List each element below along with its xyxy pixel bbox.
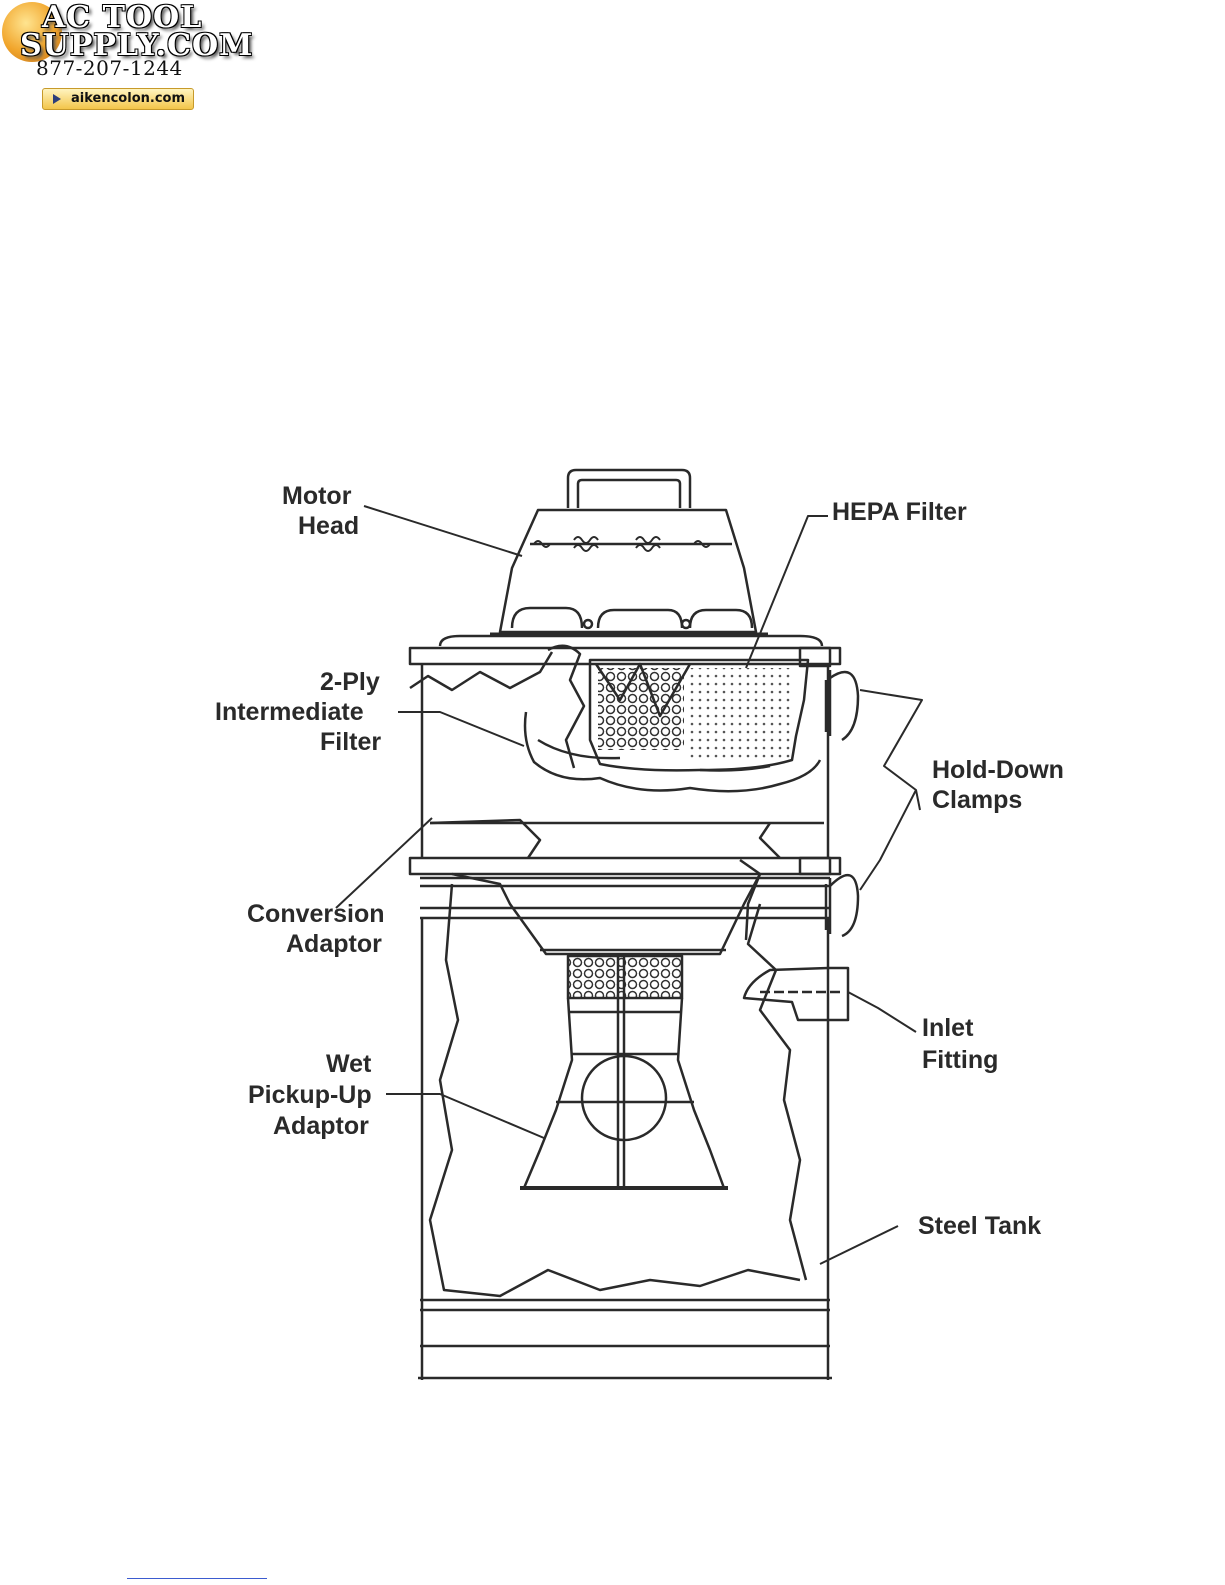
label-clamps-line1: Hold-Down bbox=[932, 756, 1064, 784]
label-hold-down-clamps: Hold-Down Clamps bbox=[932, 756, 1064, 814]
label-intermediate-filter: 2-Ply Intermediate Filter bbox=[215, 668, 381, 756]
label-hepa-filter-line1: HEPA Filter bbox=[832, 498, 967, 526]
label-conversion-line2: Adaptor bbox=[286, 930, 382, 958]
label-motor-head-line1: Motor bbox=[282, 482, 352, 510]
wet-pickup-adaptor bbox=[520, 956, 728, 1188]
inlet-fitting bbox=[744, 968, 848, 1020]
label-inlet-line1: Inlet bbox=[922, 1014, 974, 1042]
label-wet-line3: Adaptor bbox=[273, 1112, 369, 1140]
label-motor-head-line2: Head bbox=[298, 512, 359, 540]
footer-link-underline[interactable] bbox=[127, 1578, 267, 1579]
label-inlet-fitting: Inlet Fitting bbox=[922, 1014, 998, 1074]
label-motor-head: Motor Head bbox=[282, 482, 359, 540]
label-steel-tank: Steel Tank bbox=[918, 1212, 1041, 1240]
label-steel-tank-line1: Steel Tank bbox=[918, 1212, 1041, 1240]
label-intermediate-line1: 2-Ply bbox=[320, 668, 380, 696]
motor-handle bbox=[568, 470, 690, 508]
label-clamps-line2: Clamps bbox=[932, 786, 1022, 814]
label-intermediate-line3: Filter bbox=[320, 728, 381, 756]
label-conversion-adaptor: Conversion Adaptor bbox=[247, 900, 385, 958]
label-wet-line2: Pickup-Up bbox=[248, 1081, 372, 1109]
label-conversion-line1: Conversion bbox=[247, 900, 385, 928]
hepa-filter bbox=[590, 660, 808, 770]
label-inlet-line2: Fitting bbox=[922, 1046, 998, 1074]
motor-head bbox=[490, 510, 768, 634]
label-intermediate-line2: Intermediate bbox=[215, 698, 364, 726]
label-wet-line1: Wet bbox=[326, 1050, 372, 1078]
label-wet-pickup-adaptor: Wet Pickup-Up Adaptor bbox=[248, 1050, 372, 1140]
label-hepa-filter: HEPA Filter bbox=[832, 498, 967, 526]
